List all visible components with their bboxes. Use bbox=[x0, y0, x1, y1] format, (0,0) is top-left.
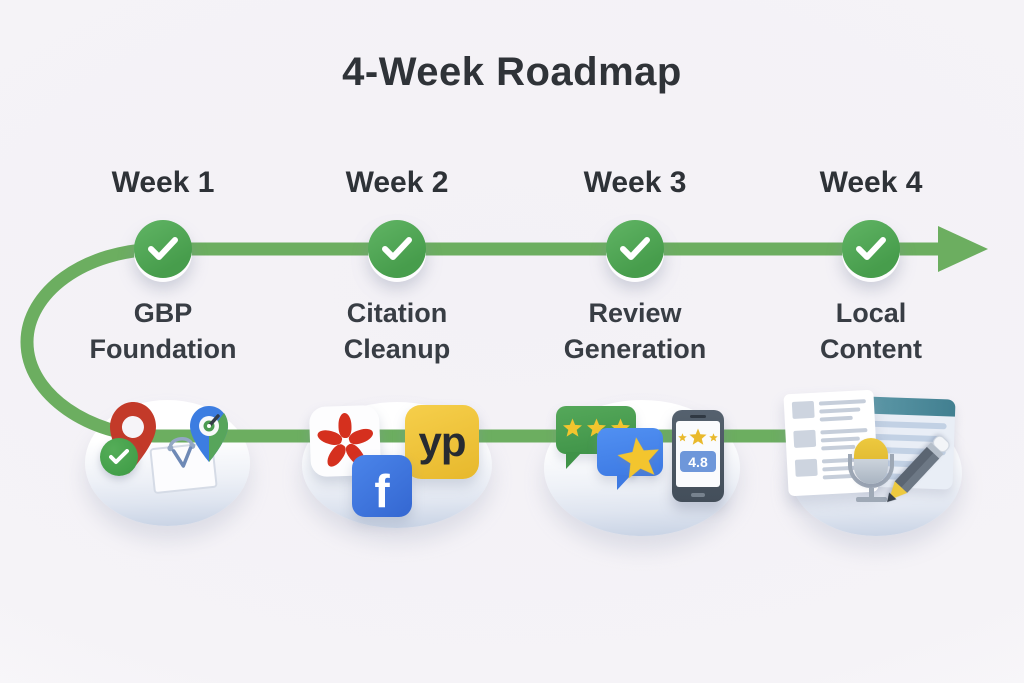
check-badge-icon bbox=[100, 438, 138, 476]
rating-badge: 4.8 bbox=[680, 451, 716, 472]
screen-stars-icon bbox=[676, 421, 720, 446]
facebook-logo-text: f bbox=[374, 465, 390, 517]
mic-base bbox=[856, 497, 887, 502]
phone-speaker bbox=[690, 415, 706, 418]
week-4-label: Week 4 bbox=[819, 166, 923, 199]
blue-green-map-pin-icon bbox=[190, 406, 228, 462]
week-3-check-node bbox=[606, 220, 664, 278]
timeline-curve bbox=[20, 242, 798, 443]
list-thumb bbox=[793, 429, 817, 448]
document-header-bar bbox=[861, 396, 956, 417]
pencil-icon bbox=[879, 433, 952, 510]
checkmark-icon bbox=[148, 237, 178, 260]
page-title: 4-Week Roadmap bbox=[342, 50, 682, 94]
text-line bbox=[818, 399, 866, 406]
shopping-bag-icon bbox=[149, 437, 218, 494]
microphone-icon bbox=[848, 438, 894, 508]
week-2-task: Citation Cleanup bbox=[343, 298, 451, 364]
checkmark-icon bbox=[856, 237, 886, 260]
text-line bbox=[819, 407, 861, 414]
list-thumb bbox=[794, 458, 818, 477]
yellowpages-logo-text: yp bbox=[418, 418, 466, 465]
checkmark-icon bbox=[620, 237, 650, 260]
facebook-tile-icon: f bbox=[352, 455, 412, 517]
phone-screen: 4.8 bbox=[676, 421, 720, 487]
list-lines bbox=[818, 398, 867, 422]
yelp-petal bbox=[323, 441, 349, 470]
arrow-right-icon bbox=[938, 226, 988, 272]
text-line bbox=[868, 420, 947, 430]
mic-capsule bbox=[854, 438, 888, 484]
mic-stem bbox=[869, 488, 874, 497]
week-2-label: Week 2 bbox=[345, 166, 449, 199]
checkmark-icon bbox=[109, 449, 129, 464]
week-1-label: Week 1 bbox=[111, 166, 215, 199]
pencil-graphic bbox=[887, 435, 950, 503]
list-thumb bbox=[791, 400, 815, 419]
gold-star-icon bbox=[617, 437, 659, 479]
checkmark-icon bbox=[382, 237, 412, 260]
week-1-check-node bbox=[134, 220, 192, 278]
list-row bbox=[783, 390, 874, 424]
mic-cradle bbox=[848, 454, 894, 488]
phone-rating-icon: 4.8 bbox=[672, 410, 724, 502]
week-4-task: Local Content bbox=[820, 298, 922, 364]
phone-home-button bbox=[691, 493, 705, 497]
week-2-check-node bbox=[368, 220, 426, 278]
text-line bbox=[820, 428, 868, 435]
week-1-task: GBP Foundation bbox=[89, 298, 237, 364]
week-3-label: Week 3 bbox=[583, 166, 687, 199]
week-4-check-node bbox=[842, 220, 900, 278]
rating-value: 4.8 bbox=[688, 453, 708, 470]
week-3-task: Review Generation bbox=[563, 298, 707, 364]
yellowpages-tile-icon: yp bbox=[405, 405, 479, 479]
